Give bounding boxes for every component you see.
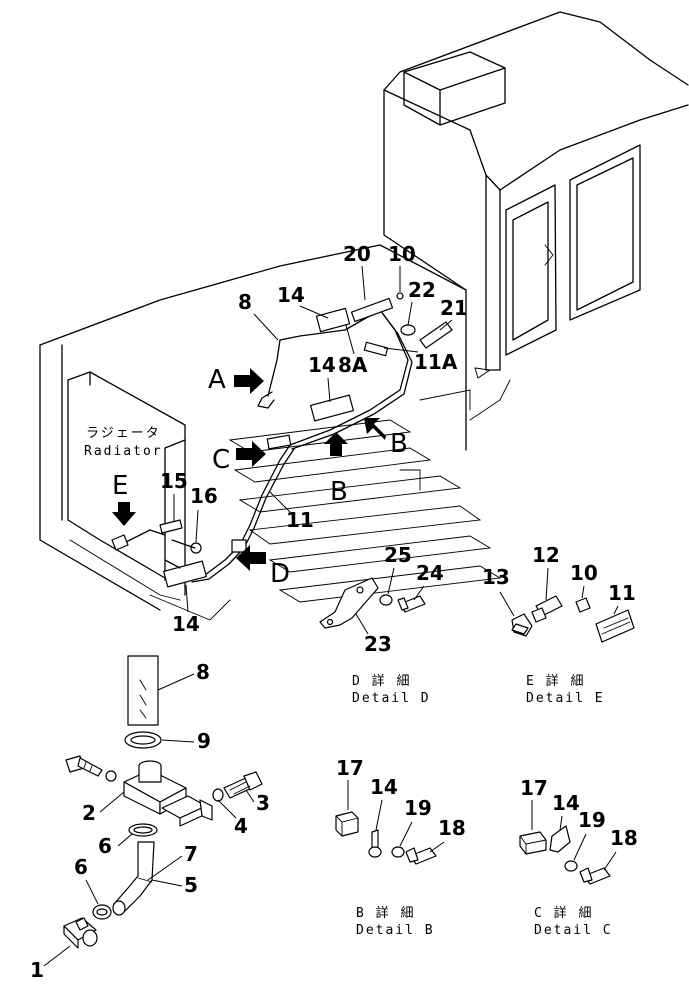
callout-6-upper: 6 xyxy=(98,834,112,858)
detail-d-title-jp: D 詳 細 xyxy=(352,673,411,689)
callout-20: 20 xyxy=(343,242,371,266)
callout-11: 11 xyxy=(286,508,314,532)
callout-5: 5 xyxy=(184,873,198,897)
callout-14-middle: 14 xyxy=(308,353,336,377)
detail-e: 12 10 13 11 E 詳 細 Detail E xyxy=(482,543,636,706)
view-letter-b-secondary: B xyxy=(330,477,348,507)
view-arrow-c-icon xyxy=(236,441,266,467)
callout-8-detail: 8 xyxy=(196,660,210,684)
callout-17-detail-c: 17 xyxy=(520,776,548,800)
callout-19-detail-c: 19 xyxy=(578,808,606,832)
callout-6-lower: 6 xyxy=(74,855,88,879)
view-arrow-b2-icon xyxy=(324,432,348,456)
view-arrow-d-icon xyxy=(236,545,266,571)
view-arrow-e-icon xyxy=(112,502,136,526)
callout-4: 4 xyxy=(234,814,248,838)
view-arrow-a-icon xyxy=(234,368,264,394)
detail-e-title-en: Detail E xyxy=(526,691,605,706)
callout-23: 23 xyxy=(364,632,392,656)
callout-3: 3 xyxy=(256,791,270,815)
radiator-label-en: Radiator xyxy=(84,444,163,459)
callout-21: 21 xyxy=(440,296,468,320)
callout-8: 8 xyxy=(238,290,252,314)
callout-25: 25 xyxy=(384,543,412,567)
view-arrows: A B C B D E xyxy=(112,365,408,589)
main-callouts: 20 10 22 21 14 8 8A 11A 14 11 15 16 14 xyxy=(160,242,468,636)
callout-7: 7 xyxy=(184,842,198,866)
view-letter-d: D xyxy=(270,559,290,589)
machine-body xyxy=(39,11,689,621)
callout-12: 12 xyxy=(532,543,560,567)
callout-14-detail-b: 14 xyxy=(370,775,398,799)
detail-b-title-jp: B 詳 細 xyxy=(356,905,415,921)
detail-b: 17 14 19 18 B 詳 細 Detail B xyxy=(335,756,466,938)
callout-1: 1 xyxy=(30,958,44,982)
callout-10-detail-e: 10 xyxy=(570,561,598,585)
detail-c-title-en: Detail C xyxy=(534,923,613,938)
detail-c-title-jp: C 詳 細 xyxy=(534,905,593,921)
view-arrow-b-icon xyxy=(364,418,386,440)
detail-e-title-jp: E 詳 細 xyxy=(526,673,585,689)
detail-d: 25 24 23 D 詳 細 Detail D xyxy=(319,543,444,706)
callout-13: 13 xyxy=(482,565,510,589)
callout-17-detail-b: 17 xyxy=(336,756,364,780)
callout-14-top: 14 xyxy=(277,283,305,307)
view-letter-e: E xyxy=(112,471,128,501)
view-letter-b: B xyxy=(390,429,408,459)
view-letter-a: A xyxy=(208,365,226,395)
detail-c: 17 14 19 18 C 詳 細 Detail C xyxy=(519,776,638,938)
callout-15: 15 xyxy=(160,469,188,493)
callout-8a: 8A xyxy=(338,353,368,377)
callout-2: 2 xyxy=(82,801,96,825)
callout-11-detail-e: 11 xyxy=(608,581,636,605)
callout-24: 24 xyxy=(416,561,444,585)
callout-10: 10 xyxy=(388,242,416,266)
exploded-assembly: 8 9 3 4 2 6 xyxy=(30,655,270,982)
callout-18-detail-c: 18 xyxy=(610,826,638,850)
callout-18-detail-b: 18 xyxy=(438,816,466,840)
detail-d-title-en: Detail D xyxy=(352,691,431,706)
radiator-label-jp: ラジェータ xyxy=(86,426,161,441)
callout-11a: 11A xyxy=(414,350,458,374)
view-letter-c: C xyxy=(212,445,230,475)
detail-b-title-en: Detail B xyxy=(356,923,435,938)
callout-22: 22 xyxy=(408,278,436,302)
callout-14-detail-c: 14 xyxy=(552,791,580,815)
callout-19-detail-b: 19 xyxy=(404,796,432,820)
callout-16: 16 xyxy=(190,484,218,508)
callout-14-bottom: 14 xyxy=(172,612,200,636)
callout-9: 9 xyxy=(197,729,211,753)
